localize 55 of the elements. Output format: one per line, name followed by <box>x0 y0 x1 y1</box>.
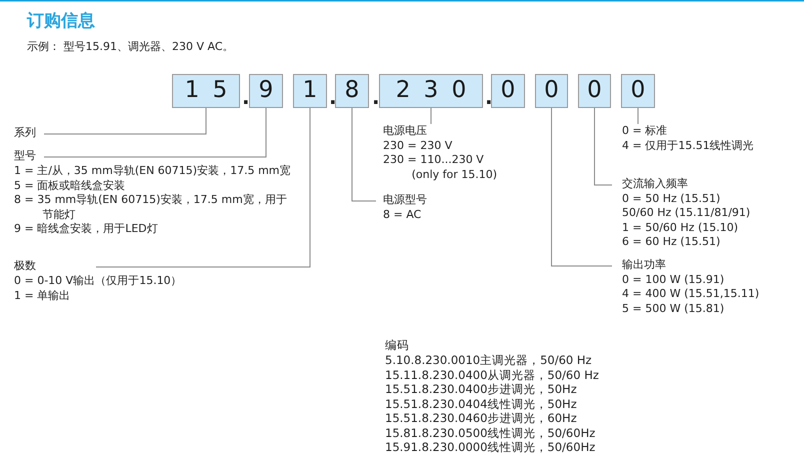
category-heading: 系列 <box>14 126 44 140</box>
block-text: 输出功率 <box>622 258 667 272</box>
code-example-text: 15.51.8.230.0404线性调光，50Hz <box>385 396 577 411</box>
page-title: 订购信息 <box>27 10 95 32</box>
option-text: 5 = 面板或暗线盒安装 <box>14 178 126 193</box>
separator-dot: . <box>242 90 250 104</box>
code-digit-box: 2 3 0 <box>379 74 483 108</box>
block-text: 电源型号 <box>383 193 428 208</box>
option-text: 8 = 35 mm导轨(EN 60715)安装，17.5 mm宽，用于节能灯 <box>14 193 288 222</box>
category-heading: 极数 <box>14 259 96 274</box>
list-heading: 编码 <box>385 338 409 352</box>
leader-line <box>44 108 206 134</box>
option-text: 0 = 0-10 V输出（仅用于15.10） <box>14 274 183 288</box>
option-text: 0 = 50 Hz (15.51) <box>622 192 722 206</box>
option-text: 50/60 Hz (15.11/81/91) <box>622 206 752 220</box>
code-example-text: 15.51.8.230.0460步进调光，60Hz <box>385 411 577 426</box>
leader-line <box>594 108 612 186</box>
leader-line <box>44 108 266 158</box>
option-text: 8 = AC <box>383 208 422 222</box>
code-digit-box: 0 <box>578 74 611 108</box>
leader-line <box>96 108 310 268</box>
code-digit-box: 8 <box>335 74 369 108</box>
block-text: 电源电压 <box>383 124 428 138</box>
option-text: 1 = 主/从，35 mm导轨(EN 60715)安装，17.5 mm宽 <box>14 164 292 178</box>
separator-dot: . <box>485 90 493 104</box>
option-text: 6 = 60 Hz (15.51) <box>622 235 722 250</box>
leader-line <box>551 108 612 266</box>
option-text: 0 = 100 W (15.91) <box>622 272 726 287</box>
separator-dot: . <box>329 90 337 104</box>
leader-line <box>352 108 376 202</box>
code-example-text: 5.10.8.230.0010主调光器，50/60 Hz <box>385 353 592 368</box>
option-text: 4 = 400 W (15.51,15.11) <box>622 287 760 302</box>
option-text: 5 = 500 W (15.81) <box>622 302 726 316</box>
code-digit-box: 1 <box>293 74 327 108</box>
option-text: 1 = 单输出 <box>14 288 72 303</box>
code-digit-box: 0 <box>535 74 568 108</box>
option-text: 1 = 50/60 Hz (15.10) <box>622 220 740 235</box>
code-digit-box: 1 5 <box>172 74 240 108</box>
leader-line <box>430 108 432 124</box>
block-text: 0 = 标准 <box>622 124 668 138</box>
code-digit-box: 0 <box>491 74 525 108</box>
example-text: 示例： 型号15.91、调光器、230 V AC。 <box>27 40 234 54</box>
option-text: 230 = 110...230 V (only for 15.10) <box>383 153 498 182</box>
code-example-text: 15.91.8.230.0000线性调光，50/60Hz <box>385 440 596 454</box>
code-digit-box: 9 <box>249 74 283 108</box>
option-text: 230 = 230 V <box>383 138 454 153</box>
separator-dot: . <box>372 90 380 104</box>
block-text: 交流输入频率 <box>622 177 689 192</box>
code-example-text: 15.81.8.230.0500线性调光，50/60Hz <box>385 426 596 440</box>
code-digit-box: 0 <box>621 74 655 108</box>
category-heading: 型号 <box>14 149 44 164</box>
code-example-text: 15.11.8.230.0400从调光器，50/60 Hz <box>385 368 599 382</box>
option-text: 9 = 暗线盒安装，用于LED灯 <box>14 222 159 236</box>
option-text: 4 = 仅用于15.51线性调光 <box>622 138 755 153</box>
code-example-text: 15.51.8.230.0400步进调光，50Hz <box>385 382 577 396</box>
